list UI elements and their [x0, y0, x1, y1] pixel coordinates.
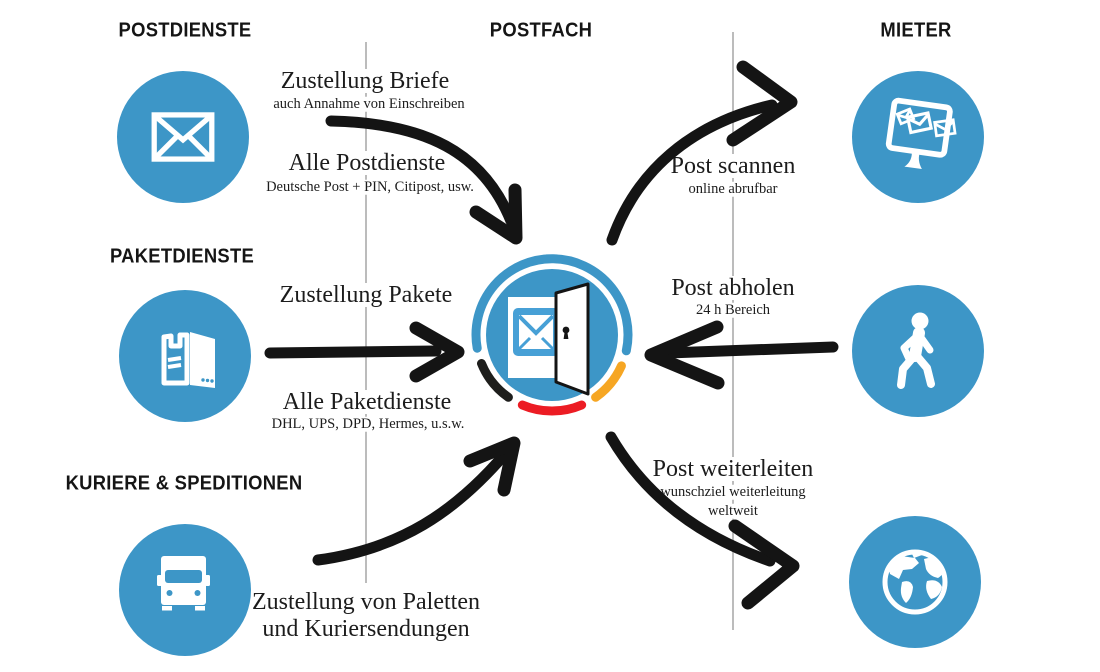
monitor-mail-icon: [885, 97, 957, 170]
arrow-postfach-to-weiterleiten: [605, 431, 800, 610]
header-postdienste: POSTDIENSTE: [118, 19, 252, 42]
paketdienste-circle: [119, 290, 251, 422]
arrow-post-to-postfach: [325, 115, 523, 245]
flag-ring: [471, 254, 633, 416]
label-briefe-sub: auch Annahme von Einschreiben: [269, 97, 469, 112]
label-pakete-title: Zustellung Pakete: [275, 283, 457, 307]
arrow-postfach-to-scannen: [606, 60, 798, 246]
label-weiterleiten-title: Post weiterleiten: [648, 457, 818, 481]
label-scannen-title: Post scannen: [666, 154, 800, 178]
label-paketdienste-title: Alle Paketdienste: [278, 390, 456, 414]
arrow-paket-to-postfach: [264, 321, 465, 383]
header-postfach: POSTFACH: [489, 19, 593, 42]
envelope-icon: [151, 112, 215, 162]
label-weiterleiten-sub2: weltweit: [704, 504, 762, 519]
label-briefe-title: Zustellung Briefe: [276, 69, 454, 93]
mieter-scan-circle: [852, 71, 984, 203]
label-postdienste-sub: Deutsche Post + PIN, Citipost, usw.: [262, 180, 478, 195]
label-abholen-sub: 24 h Bereich: [691, 303, 775, 318]
truck-icon: [157, 556, 210, 611]
mieter-weiterleiten-circle: [849, 516, 981, 648]
postdienste-circle: [117, 71, 249, 203]
label-paletten-line2: und Kuriersendungen: [258, 617, 474, 641]
mieter-abholen-circle: [852, 285, 984, 417]
globe-icon: [882, 549, 948, 615]
label-paketdienste-sub: DHL, UPS, DPD, Hermes, u.s.w.: [267, 417, 469, 432]
kuriere-circle: [119, 524, 251, 656]
label-abholen-title: Post abholen: [667, 276, 799, 300]
postfach-center-graphic: [471, 254, 633, 416]
label-postdienste-title: Alle Postdienste: [284, 151, 450, 175]
mailbox-open-door-icon: [508, 282, 590, 396]
header-mieter: MIETER: [880, 19, 952, 42]
header-kuriere: KURIERE & SPEDITIONEN: [65, 472, 303, 495]
header-paketdienste: PAKETDIENSTE: [109, 245, 255, 268]
walking-person-icon: [897, 312, 935, 389]
arrow-mieter-to-abholen: [644, 320, 839, 390]
label-paletten-line1: Zustellung von Paletten: [248, 590, 484, 614]
label-scannen-sub: online abrufbar: [684, 182, 782, 197]
arrow-kurier-to-postfach: [312, 436, 521, 566]
label-weiterleiten-sub1: wunschziel weiterleitung: [656, 485, 810, 500]
package-icon: [161, 332, 215, 388]
